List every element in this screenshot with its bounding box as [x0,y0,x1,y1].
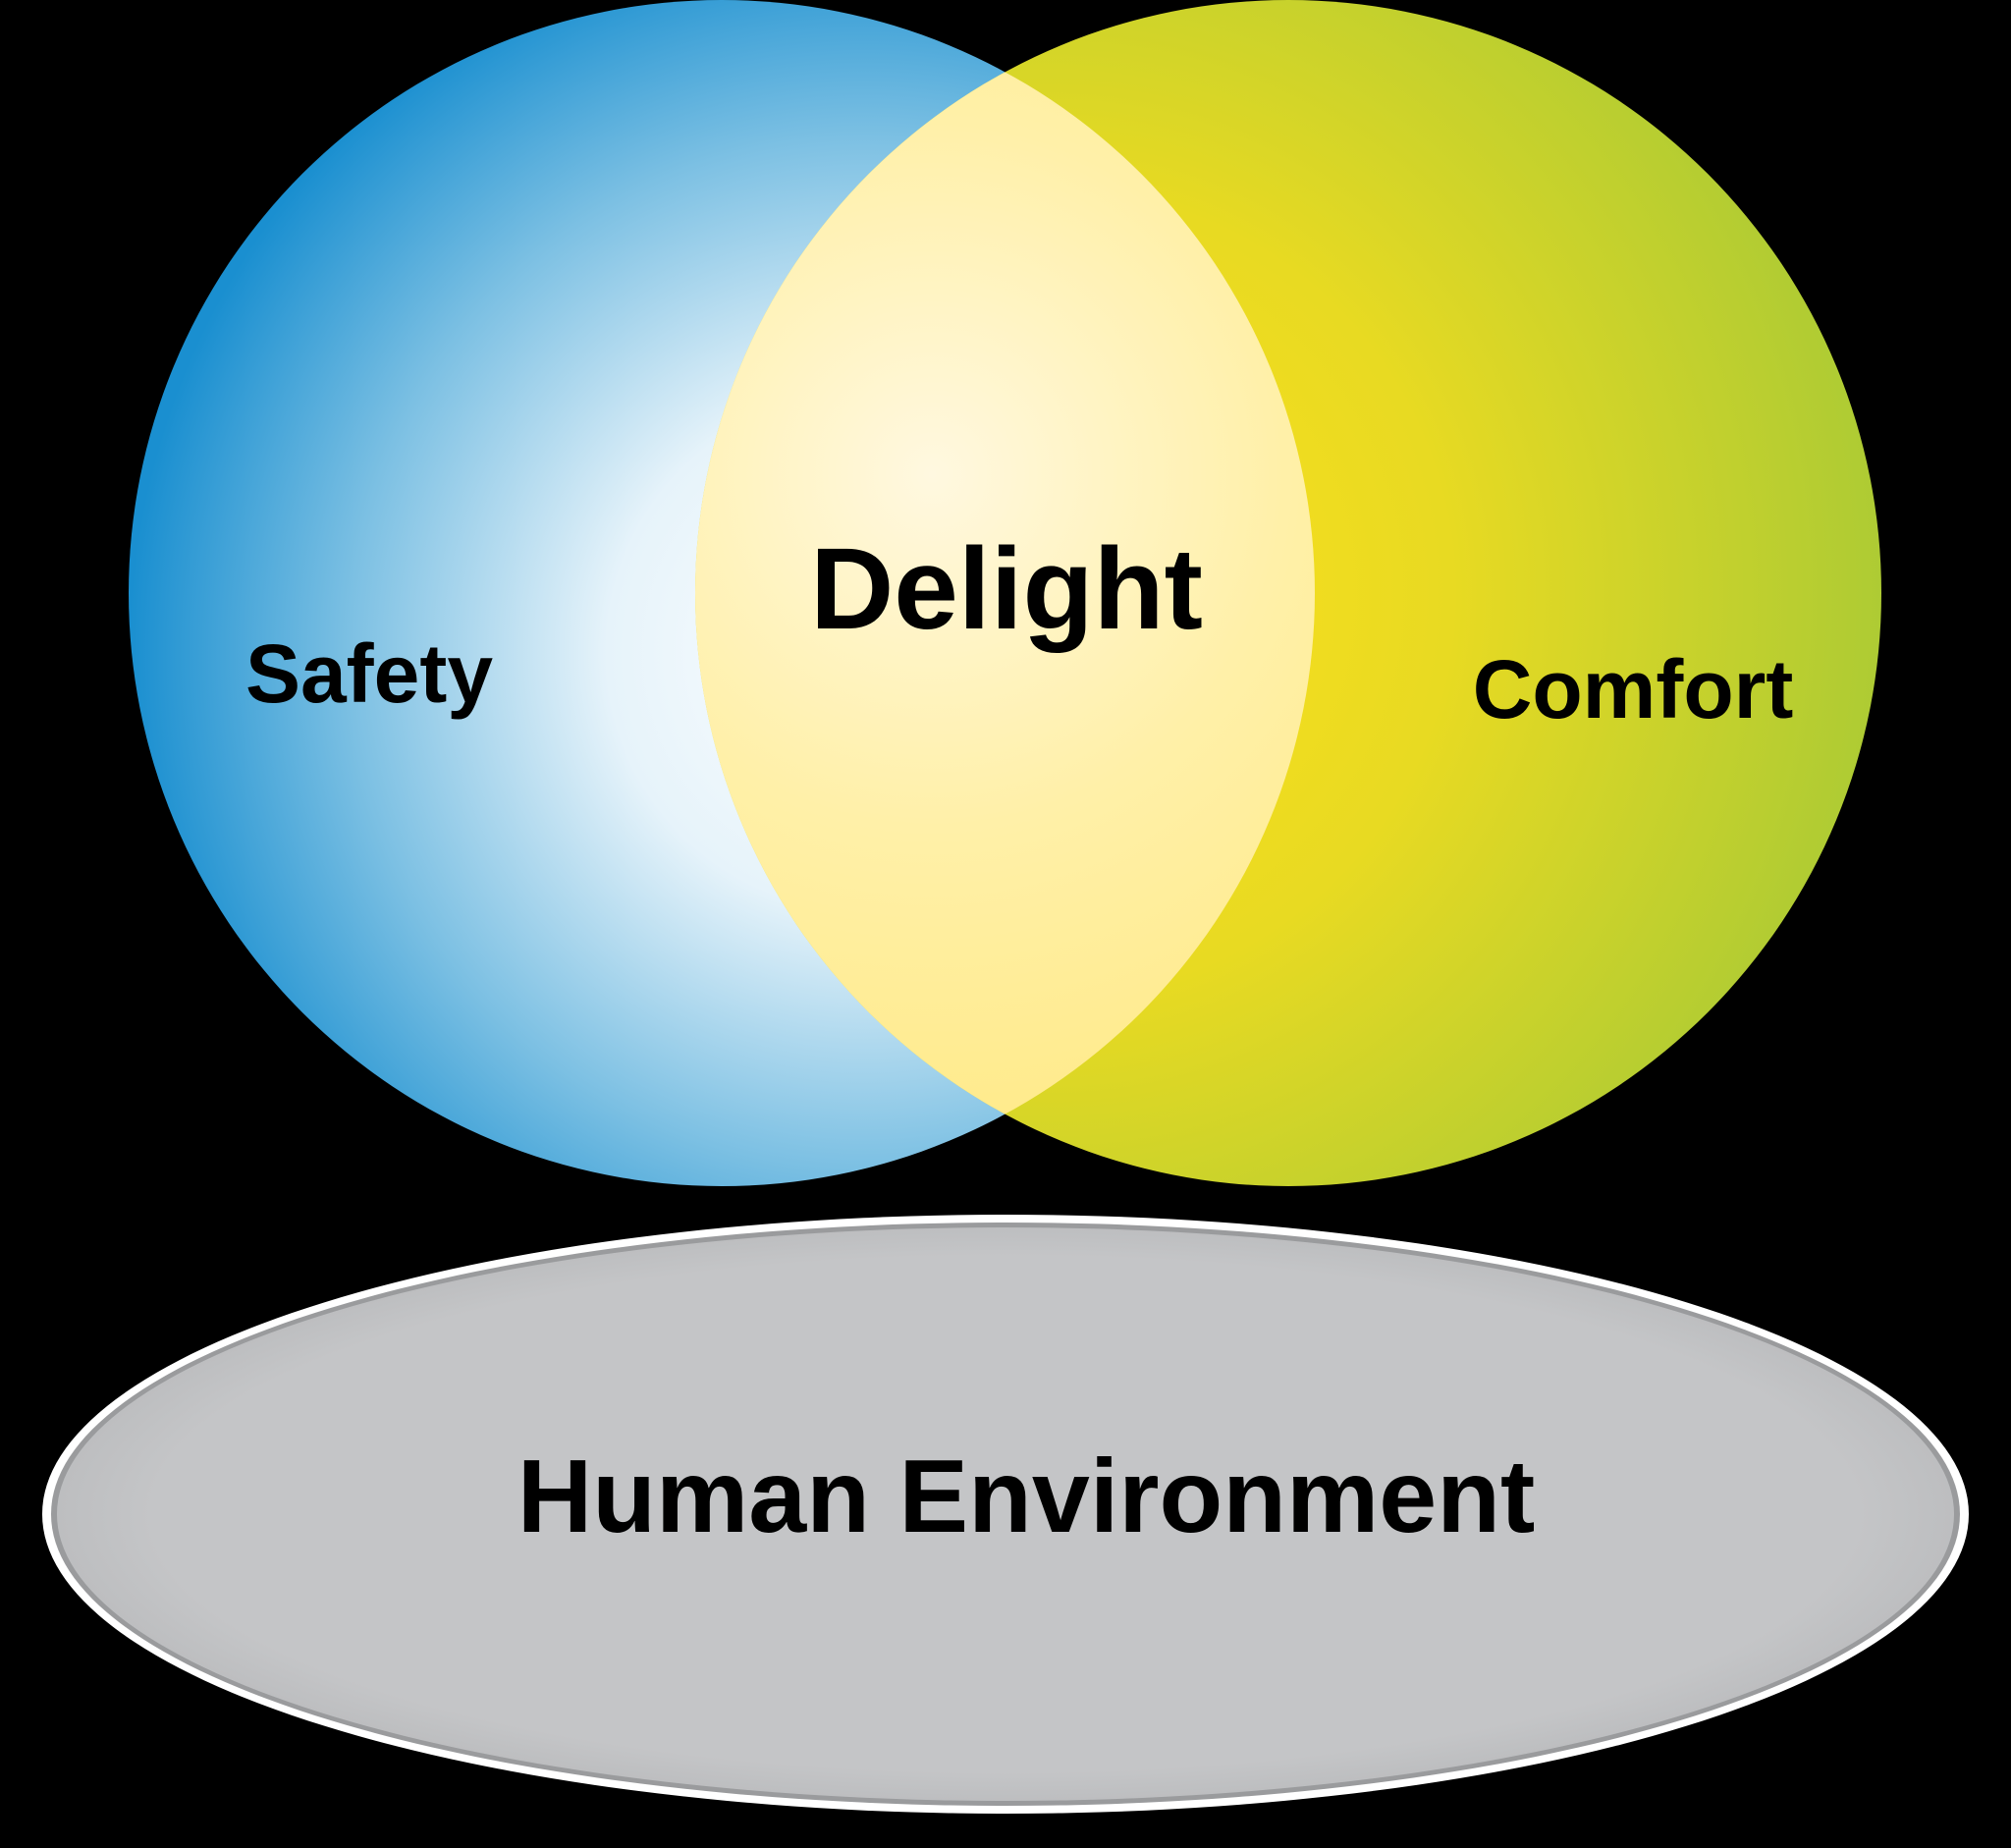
delight-label: Delight [810,524,1203,654]
comfort-label: Comfort [1473,643,1794,735]
safety-label: Safety [245,627,493,720]
delight-intersection [695,0,1315,1186]
human-environment-ellipse [42,1215,1969,1814]
human-environment-label: Human Environment [517,1439,1536,1554]
